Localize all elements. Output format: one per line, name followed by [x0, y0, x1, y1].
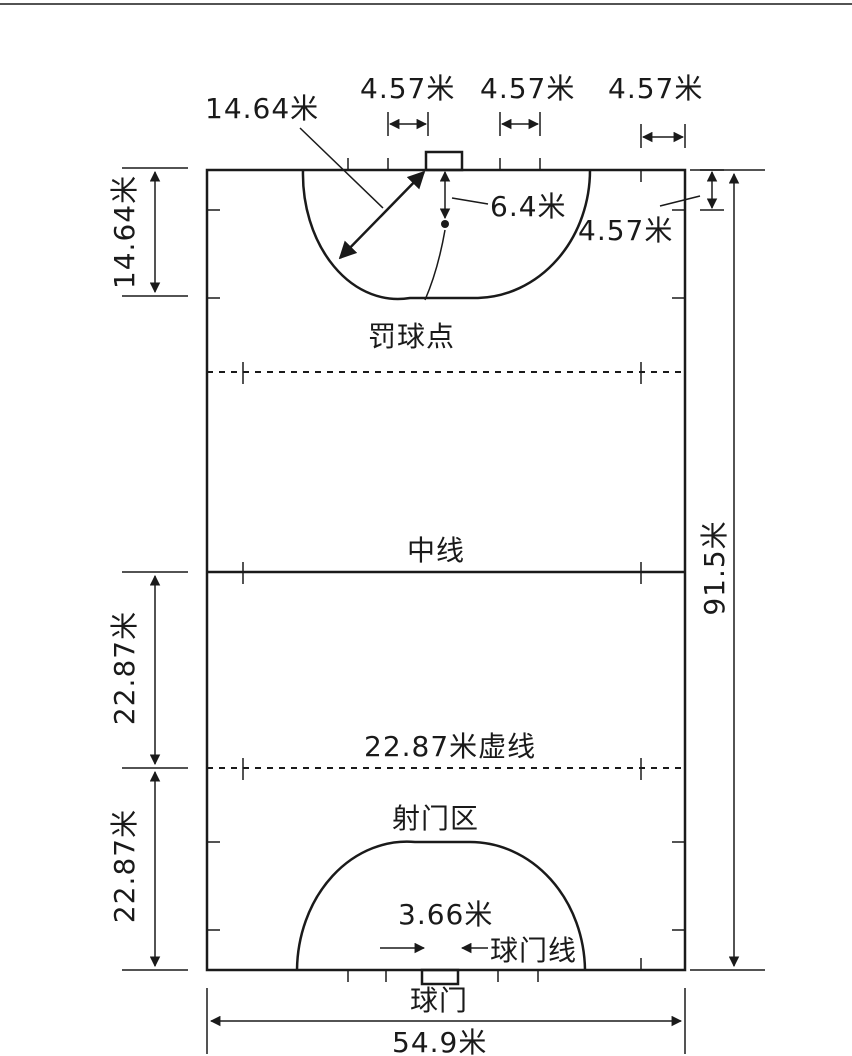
width-dimension: [206, 988, 686, 1054]
shooting-circle-bottom: [295, 840, 587, 971]
sideline-marks: [207, 209, 685, 931]
width-label: 54.9米: [392, 1026, 487, 1056]
left-depth-label: 14.64米: [108, 175, 141, 289]
goal-line-label: 球门线: [490, 934, 577, 967]
left-22-dimensions: [122, 571, 188, 971]
spot-distance-leader: [451, 197, 489, 205]
center-line-label: 中线: [407, 534, 465, 567]
circle-radius-arrow: [338, 170, 426, 260]
top-goal-line-marks: [347, 158, 642, 182]
shooting-circle-label: 射门区: [392, 802, 479, 835]
goal-label: 球门: [410, 984, 468, 1017]
end-mark-dimension: [659, 169, 724, 211]
spot-distance-label: 6.4米: [490, 190, 567, 223]
left-lower-22-label: 22.87米: [108, 809, 141, 923]
bottom-goal-line-marks: [347, 958, 642, 982]
penalty-spot-dot: [441, 220, 449, 228]
line-ticks: [242, 362, 642, 780]
shooting-circle-top: [301, 169, 592, 301]
penalty-spot-leader: [424, 229, 446, 301]
goal-gap-mid-label: 4.57米: [480, 72, 575, 105]
goal-top: [424, 150, 464, 172]
length-label: 91.5米: [698, 520, 731, 615]
field-boundary: [205, 168, 687, 972]
end-mark-label: 4.57米: [578, 214, 673, 247]
goal-gap-dimensions: [387, 112, 686, 148]
penalty-spot-label: 罚球点: [368, 320, 455, 353]
goal-width-label: 3.66米: [398, 898, 493, 931]
goal-gap-right-label: 4.57米: [608, 72, 703, 105]
left-upper-22-label: 22.87米: [108, 611, 141, 725]
circle-radius-leader: [299, 127, 384, 209]
dashed-22-label: 22.87米虚线: [364, 730, 536, 763]
goal-bottom: [420, 968, 460, 986]
goal-gap-left-label: 4.57米: [360, 72, 455, 105]
circle-radius-label: 14.64米: [205, 92, 319, 125]
length-dimension: [690, 169, 765, 971]
left-depth-dimension: [122, 167, 188, 297]
